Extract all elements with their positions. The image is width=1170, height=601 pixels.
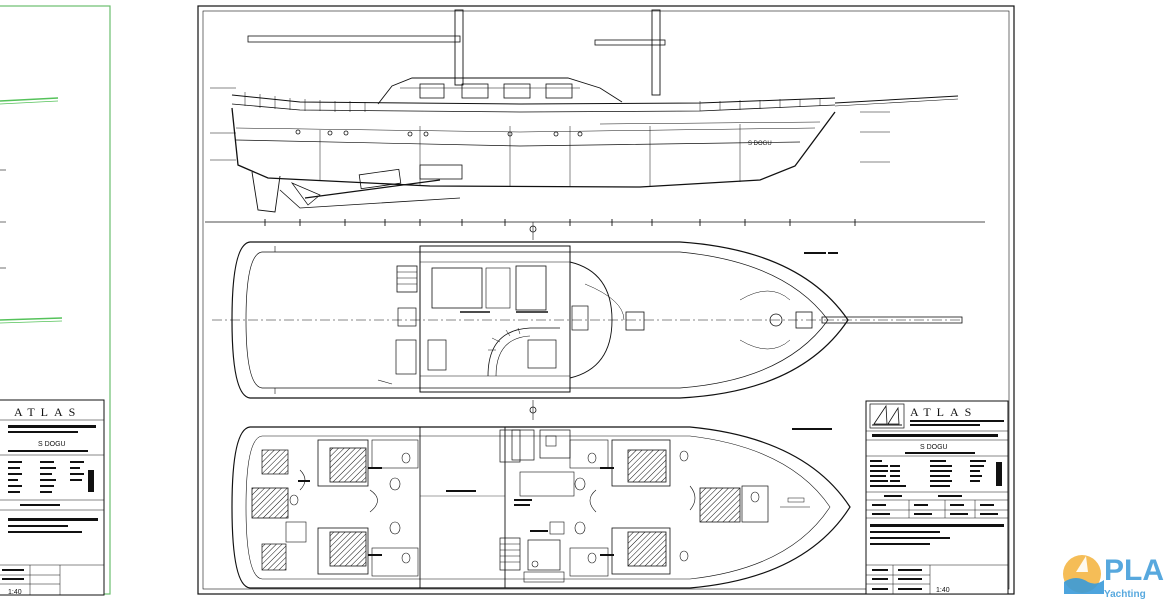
deck-bulwark-inner (245, 251, 829, 389)
foredeck-coaming (569, 261, 613, 379)
cabin-aft-port (261, 439, 369, 487)
stair-lower (499, 429, 521, 463)
bed-aft-starboard-2 (261, 543, 287, 571)
bowsprit (834, 95, 959, 104)
gearbox (419, 164, 463, 180)
bed-stern (251, 487, 289, 519)
cabin-fwd-master (699, 485, 769, 523)
bed-fwd-master (699, 487, 741, 523)
bed-aft-port-2 (261, 449, 289, 475)
cabin-fwd-starboard (611, 527, 671, 575)
left-scale-label: 1:40 (8, 589, 22, 596)
main-sheet: S DOGU (197, 5, 1015, 595)
helm-console (527, 339, 557, 369)
curved-stair (487, 327, 560, 377)
engine (358, 168, 402, 190)
main-sheet-inner-frame (202, 10, 1010, 590)
main-deck-plan (212, 241, 963, 420)
aft-locker (395, 339, 417, 375)
scale-label: 1:40 (936, 587, 950, 594)
stern-locker (285, 521, 307, 543)
engine-access (527, 539, 561, 571)
left-green-line-3 (0, 317, 63, 321)
left-title-block: ATLAS S DOGU (0, 399, 105, 596)
vessel-name: S DOGU (920, 444, 948, 451)
watermark-brand: PLA (1104, 554, 1164, 587)
bed-aft-port (329, 447, 367, 483)
bed-fwd-starboard (627, 531, 667, 567)
left-green-line-1 (0, 97, 59, 102)
propeller-shaft (304, 179, 441, 199)
galley-counter (515, 265, 547, 311)
rudder (251, 171, 281, 213)
keel-line (279, 189, 461, 209)
main-mast (454, 9, 464, 86)
saloon-sofa (431, 267, 483, 309)
saloon-seat (427, 339, 447, 371)
left-green-line-2 (0, 100, 59, 105)
anchor-capstan (769, 313, 783, 327)
hull-name-label: S DOGU (748, 141, 772, 147)
cabin-aft-starboard (261, 527, 369, 575)
deckhouse-window-3 (503, 83, 531, 99)
lower-deck-annotations (298, 428, 832, 556)
mizzen-boom (594, 39, 666, 46)
atlas-logo (869, 403, 905, 429)
watermark-tagline: Yachting (1104, 589, 1146, 600)
propeller (290, 182, 321, 206)
stair-lower-2 (499, 537, 521, 571)
fwd-bathrooms (569, 439, 696, 577)
bulwark-stanchions (244, 92, 821, 112)
deckhouse-window-2 (461, 83, 489, 99)
aft-stair (396, 265, 418, 293)
mizzen-mast (651, 9, 661, 96)
lower-deck-plan (231, 426, 851, 589)
watermark-logo: PLA Yachting (1063, 554, 1164, 600)
fore-hatch-1 (625, 311, 645, 331)
profile-frame-stations (319, 124, 741, 187)
deck-saloon-house (419, 245, 571, 393)
bowsprit-plan (821, 316, 963, 324)
deckhouse-window-1 (419, 83, 445, 99)
baseline-station-ticks (264, 219, 856, 226)
deckhouse-window-4 (545, 83, 573, 99)
bulwark-top (231, 94, 836, 105)
aft-hatch (397, 307, 417, 327)
sail-icon (1076, 556, 1088, 572)
left-logo-text: ATLAS (14, 405, 81, 419)
aft-bathrooms (289, 439, 419, 577)
left-partial-sheet: ATLAS S DOGU (0, 5, 111, 596)
left-green-line-4 (0, 320, 63, 324)
cabin-fwd-port (611, 439, 671, 487)
left-vessel-name: S DOGU (38, 441, 66, 448)
wave-icon (1064, 578, 1104, 594)
title-block: ATLAS S DOGU (865, 400, 1009, 595)
deckhouse-outline (377, 77, 623, 105)
rubbing-strake (235, 139, 801, 147)
profile-view: S DOGU (205, 9, 985, 240)
bed-aft-starboard (329, 531, 367, 567)
fore-hatch-2 (795, 311, 813, 329)
lower-hull-outline (231, 426, 851, 589)
windlass (571, 305, 589, 331)
logo-text: ATLAS (910, 405, 977, 419)
deck-hull-outline (231, 241, 849, 399)
bed-fwd-port (627, 449, 667, 483)
main-boom (247, 35, 461, 43)
hull-outline (231, 107, 836, 188)
specifications-table (870, 460, 1002, 487)
crew-bath (511, 429, 535, 461)
